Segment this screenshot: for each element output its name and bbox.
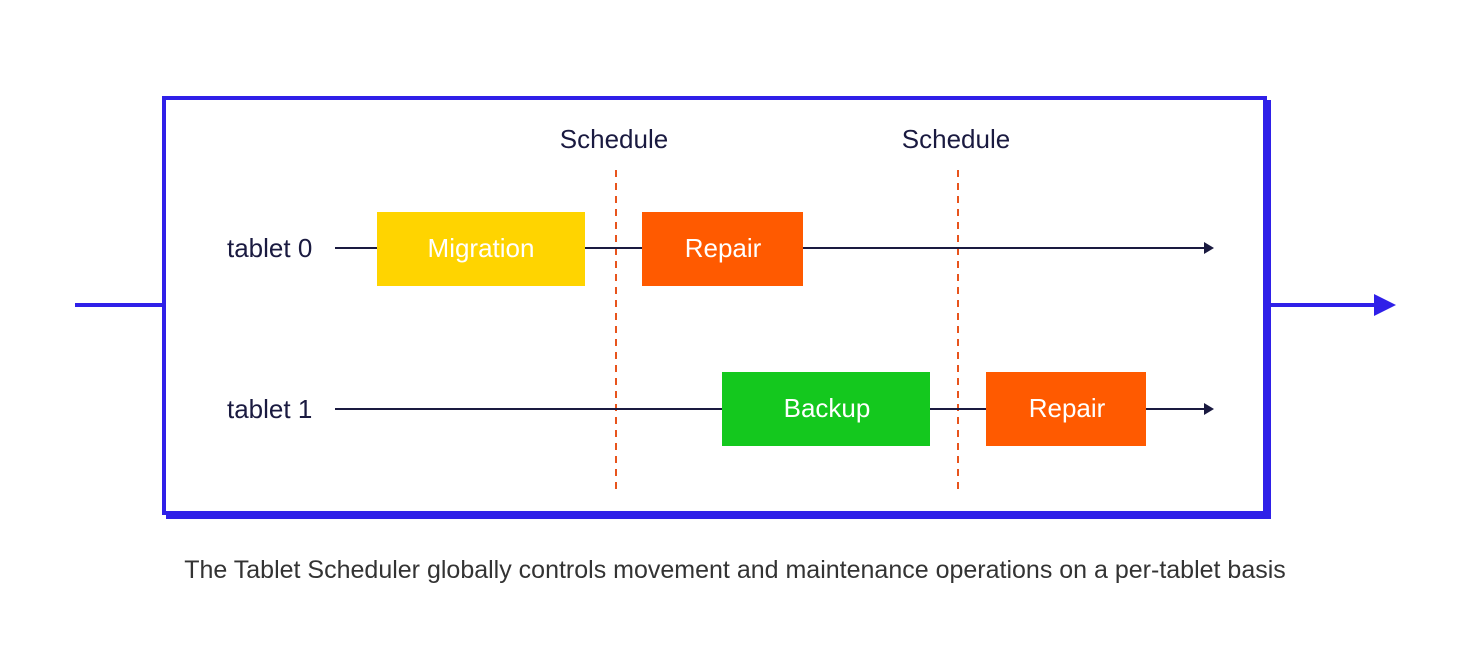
outgoing-arrowhead-icon [1374, 294, 1396, 316]
op-backup-label: Backup [784, 393, 871, 423]
op-backup-box [722, 372, 930, 446]
timeline-arrowhead-icon [1204, 242, 1214, 254]
schedule-label-2: Schedule [902, 124, 1010, 154]
op-migration-label: Migration [428, 233, 535, 263]
op-repair-label: Repair [685, 233, 762, 263]
diagram-caption: The Tablet Scheduler globally controls m… [184, 556, 1286, 584]
op-repair-label: Repair [1029, 393, 1106, 423]
schedule-label-1: Schedule [560, 124, 668, 154]
row-label-tablet-1: tablet 1 [227, 394, 312, 424]
timeline-arrowhead-icon [1204, 403, 1214, 415]
scheduler-frame [162, 96, 1267, 515]
op-repair-box [642, 212, 803, 286]
op-migration-box [377, 212, 585, 286]
row-label-tablet-0: tablet 0 [227, 233, 312, 263]
op-repair-box [986, 372, 1146, 446]
